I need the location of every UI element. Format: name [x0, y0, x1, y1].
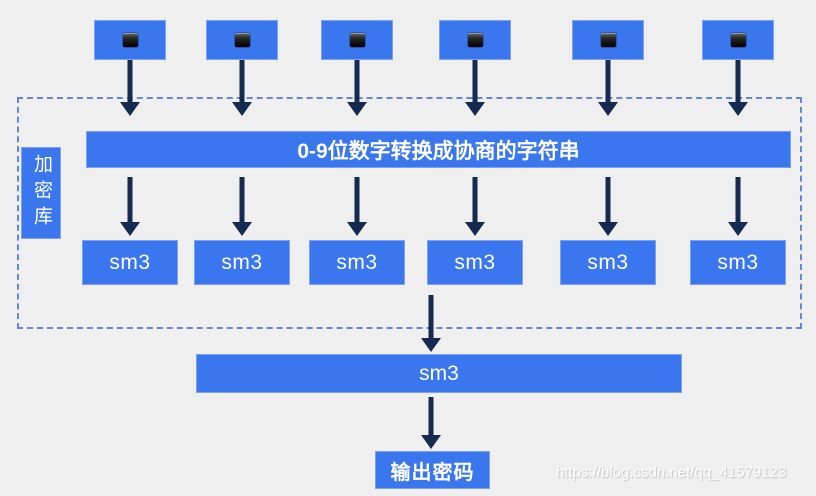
sm3-box: sm3 — [560, 240, 656, 285]
output-password-box: 输出密码 — [375, 451, 490, 489]
watermark-text: https://blog.csdn.net/qq_41579123 — [556, 464, 787, 481]
input-node — [702, 20, 774, 60]
down-arrow-icon — [598, 60, 618, 116]
sm3-box: sm3 — [82, 240, 178, 285]
key-input-icon — [467, 33, 483, 47]
key-input-icon — [349, 33, 365, 47]
down-arrow-icon — [232, 177, 252, 236]
key-input-icon — [234, 33, 250, 47]
down-arrow-icon — [120, 177, 140, 236]
down-arrow-icon — [465, 177, 485, 236]
down-arrow-icon — [232, 60, 252, 116]
input-node — [321, 20, 393, 60]
input-node — [206, 20, 278, 60]
down-arrow-icon — [421, 397, 441, 449]
key-input-icon — [122, 33, 138, 47]
input-node — [572, 20, 644, 60]
key-input-icon — [730, 33, 746, 47]
down-arrow-icon — [347, 177, 367, 236]
sm3-box: sm3 — [309, 240, 405, 285]
encryption-library-region — [17, 97, 802, 329]
key-input-icon — [600, 33, 616, 47]
input-node — [94, 20, 166, 60]
down-arrow-icon — [347, 60, 367, 116]
convert-bar: 0-9位数字转换成协商的字符串 — [86, 131, 791, 168]
sm3-box: sm3 — [194, 240, 290, 285]
input-node — [439, 20, 511, 60]
down-arrow-icon — [465, 60, 485, 116]
down-arrow-icon — [421, 295, 441, 352]
merge-sm3-bar: sm3 — [196, 354, 682, 393]
down-arrow-icon — [598, 177, 618, 236]
encryption-library-label: 加密库 — [21, 147, 61, 239]
down-arrow-icon — [728, 60, 748, 116]
down-arrow-icon — [728, 177, 748, 236]
sm3-box: sm3 — [690, 240, 786, 285]
sm3-box: sm3 — [427, 240, 523, 285]
down-arrow-icon — [120, 60, 140, 116]
